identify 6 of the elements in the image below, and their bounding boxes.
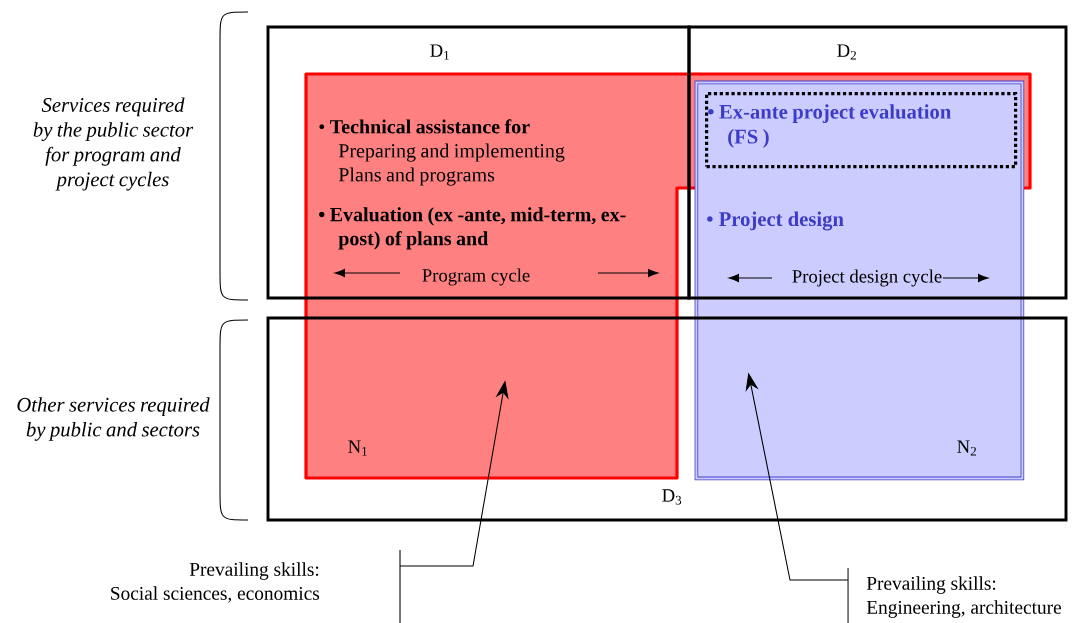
domain-label: D$_{2}$ [837, 44, 856, 60]
side-label: Services required by the public sector for program and project cycles [33, 97, 194, 191]
side-label: Other services required by public and sectors [17, 397, 210, 441]
skills-text: Prevailing skills: Engineering, architecture [847, 567, 1061, 623]
skills-text: Prevailing skills: Social sciences, economics [111, 549, 401, 623]
dotted-box: • Ex-ante project evaluation (FS ) [705, 92, 1018, 169]
